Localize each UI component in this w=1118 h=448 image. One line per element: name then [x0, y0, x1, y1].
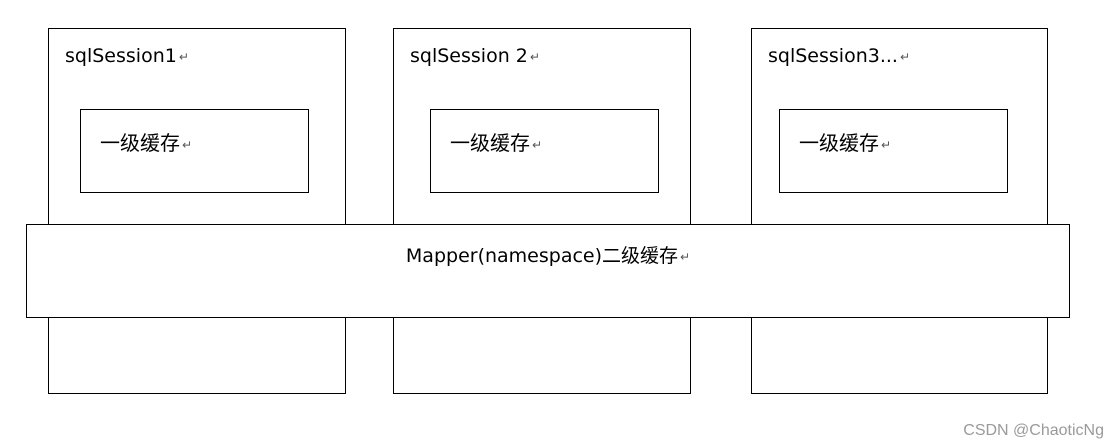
sql-session-3-title: sqlSession3...↵	[768, 45, 911, 67]
first-level-cache-label-2: 一级缓存↵	[450, 131, 543, 155]
first-level-cache-label-3: 一级缓存↵	[799, 131, 892, 155]
sql-session-1-box: sqlSession1↵ 一级缓存↵	[48, 28, 346, 394]
watermark: CSDN @ChaoticNg	[963, 422, 1104, 439]
paragraph-mark-icon: ↵	[680, 250, 691, 264]
mapper-second-level-cache-label: Mapper(namespace)二级缓存↵	[405, 245, 691, 267]
paragraph-mark-icon: ↵	[899, 50, 911, 64]
first-level-cache-box-1: 一级缓存↵	[80, 109, 309, 193]
paragraph-mark-icon: ↵	[529, 50, 540, 64]
sql-session-2-box: sqlSession 2↵ 一级缓存↵	[393, 28, 691, 394]
paragraph-mark-icon: ↵	[178, 50, 189, 64]
sql-session-2-title: sqlSession 2↵	[410, 45, 540, 67]
paragraph-mark-icon: ↵	[532, 138, 543, 152]
paragraph-mark-icon: ↵	[881, 138, 892, 152]
first-level-cache-box-2: 一级缓存↵	[430, 109, 659, 193]
paragraph-mark-icon: ↵	[182, 138, 193, 152]
first-level-cache-box-3: 一级缓存↵	[779, 109, 1008, 193]
first-level-cache-label-1: 一级缓存↵	[100, 131, 193, 155]
sql-session-3-box: sqlSession3...↵ 一级缓存↵	[751, 28, 1048, 394]
mapper-second-level-cache-box: Mapper(namespace)二级缓存↵	[26, 224, 1070, 318]
sql-session-1-title: sqlSession1↵	[65, 45, 189, 67]
